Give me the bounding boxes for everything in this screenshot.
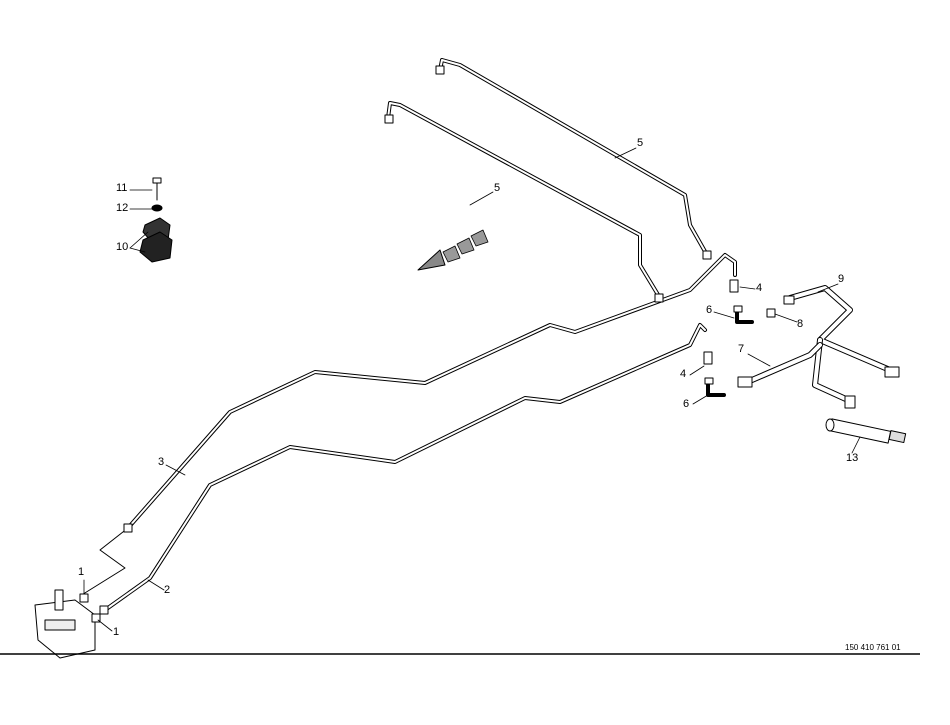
callout-1: 1 (113, 626, 120, 638)
leader-lines (83, 147, 861, 632)
callout-7: 7 (738, 343, 745, 355)
pipe-5-upper (438, 58, 709, 257)
hose-9 (787, 285, 893, 403)
callout-4: 4 (680, 368, 687, 380)
callout-3: 3 (158, 456, 165, 468)
pipe-3 (126, 253, 737, 530)
callout-11: 11 (116, 182, 128, 194)
callout-6: 6 (683, 398, 690, 410)
fittings (79, 65, 900, 623)
drawing-number: 150 410 761 01 (845, 643, 901, 652)
bracket-line (79, 527, 129, 597)
pipe-2 (103, 323, 707, 612)
clamp-parts (139, 177, 173, 263)
callout-13: 13 (846, 452, 859, 464)
hose-7 (742, 342, 823, 386)
cylinder-13 (825, 418, 907, 444)
callout-6: 6 (706, 304, 713, 316)
callout-8: 8 (797, 318, 804, 330)
callout-4: 4 (756, 282, 763, 294)
callout-10: 10 (116, 241, 129, 253)
callout-5: 5 (637, 137, 644, 149)
pipe-5-lower (386, 101, 662, 300)
control-valve-block (34, 589, 96, 659)
direction-arrow-icon (417, 229, 489, 271)
callout-9: 9 (838, 273, 845, 285)
callout-12: 12 (116, 202, 129, 214)
callout-1: 1 (78, 566, 85, 578)
callout-2: 2 (164, 584, 171, 596)
callout-5: 5 (494, 182, 501, 194)
